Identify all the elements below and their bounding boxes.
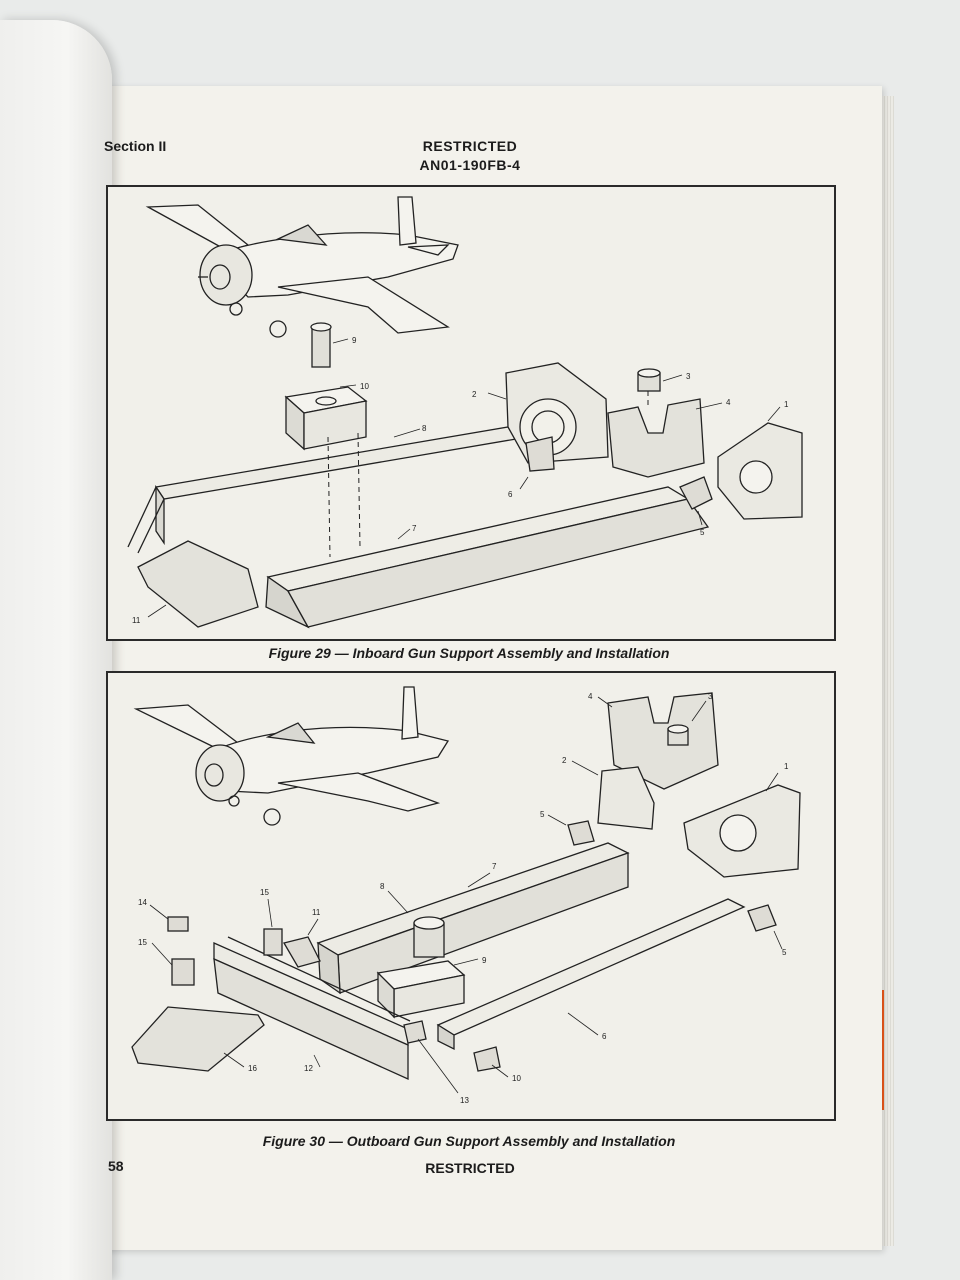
part-15-plate-upper [263,928,283,956]
figure-29-frame: 1 2 3 4 5 6 7 8 9 10 11 [106,185,836,641]
part-1-bracket [683,784,801,878]
part-11-bracket [137,540,259,628]
part-4-saddle [607,398,705,478]
callout-3: 3 [708,692,713,701]
figure-30-caption: Figure 30 — Outboard Gun Support Assembl… [262,1133,676,1149]
figure-30-callouts: 1 2 3 4 5 5 6 7 8 9 10 11 12 13 14 15 15… [138,692,789,1105]
callout-16: 16 [248,1064,257,1073]
callout-9: 9 [482,956,487,965]
part-6-clip [525,436,555,472]
callout-12: 12 [304,1064,313,1073]
callout-6: 6 [602,1032,607,1041]
part-5-clip-lower [747,904,777,932]
document-number: AN01-190FB-4 [419,157,521,173]
left-facing-page [0,20,112,1280]
part-6-angle [436,898,746,1051]
callout-2: 2 [472,390,477,399]
callout-6: 6 [508,490,513,499]
part-8-bushing [413,916,445,958]
figure-29-callouts: 1 2 3 4 5 6 7 8 9 10 11 [132,336,789,625]
callout-11: 11 [132,616,141,625]
callout-10: 10 [512,1074,521,1083]
callout-8: 8 [422,424,427,433]
figure-29-caption: Figure 29 — Inboard Gun Support Assembly… [268,645,670,661]
part-10-clip [473,1046,501,1072]
part-5-clip [679,476,713,510]
part-7-channel [316,842,630,995]
part-9-block [376,960,466,1019]
part-8-channel [127,426,518,554]
callout-5-lower: 5 [782,948,787,957]
part-2-housing [505,362,609,464]
part-10-block [284,386,368,451]
part-12-beam [213,936,411,1081]
callout-5: 5 [700,528,705,537]
part-5-clip-upper [567,820,595,846]
part-3-cap [637,368,661,392]
callout-15-upper: 15 [260,888,269,897]
callout-5-upper: 5 [540,810,545,819]
classification-footer: RESTRICTED [425,1160,515,1176]
callout-2: 2 [562,756,567,765]
classification-header: RESTRICTED [422,138,518,154]
part-11-clip [283,936,321,968]
callout-1: 1 [784,762,789,771]
part-1-bracket [717,422,803,520]
callout-9: 9 [352,336,357,345]
callout-3: 3 [686,372,691,381]
callout-7: 7 [492,862,497,871]
callout-8: 8 [380,882,385,891]
part-14-plate [167,916,189,932]
aircraft-drawing [145,196,459,338]
callout-7: 7 [412,524,417,533]
part-15-plate-left [171,958,195,986]
part-7-angle [265,486,710,629]
figure-29-illustration: 1 2 3 4 5 6 7 8 9 10 11 [127,196,803,629]
aircraft-drawing [133,686,450,826]
part-3-cap [667,724,689,746]
part-2-bracket [597,766,655,830]
callout-13: 13 [460,1096,469,1105]
callout-11: 11 [312,908,321,917]
figure-30-frame: 1 2 3 4 5 5 6 7 8 9 10 11 12 13 14 15 15… [106,671,836,1121]
callout-4: 4 [588,692,593,701]
page-number: 58 [108,1158,124,1174]
part-13-clip [403,1020,427,1044]
callout-15-left: 15 [138,938,147,947]
figure-30-illustration: 1 2 3 4 5 5 6 7 8 9 10 11 12 13 14 15 15… [131,686,801,1105]
callout-10: 10 [360,382,369,391]
callout-4: 4 [726,398,731,407]
callout-1: 1 [784,400,789,409]
section-label: Section II [104,138,167,154]
part-16-tray [131,1006,265,1072]
callout-14: 14 [138,898,147,907]
part-9-bushing [310,322,332,368]
